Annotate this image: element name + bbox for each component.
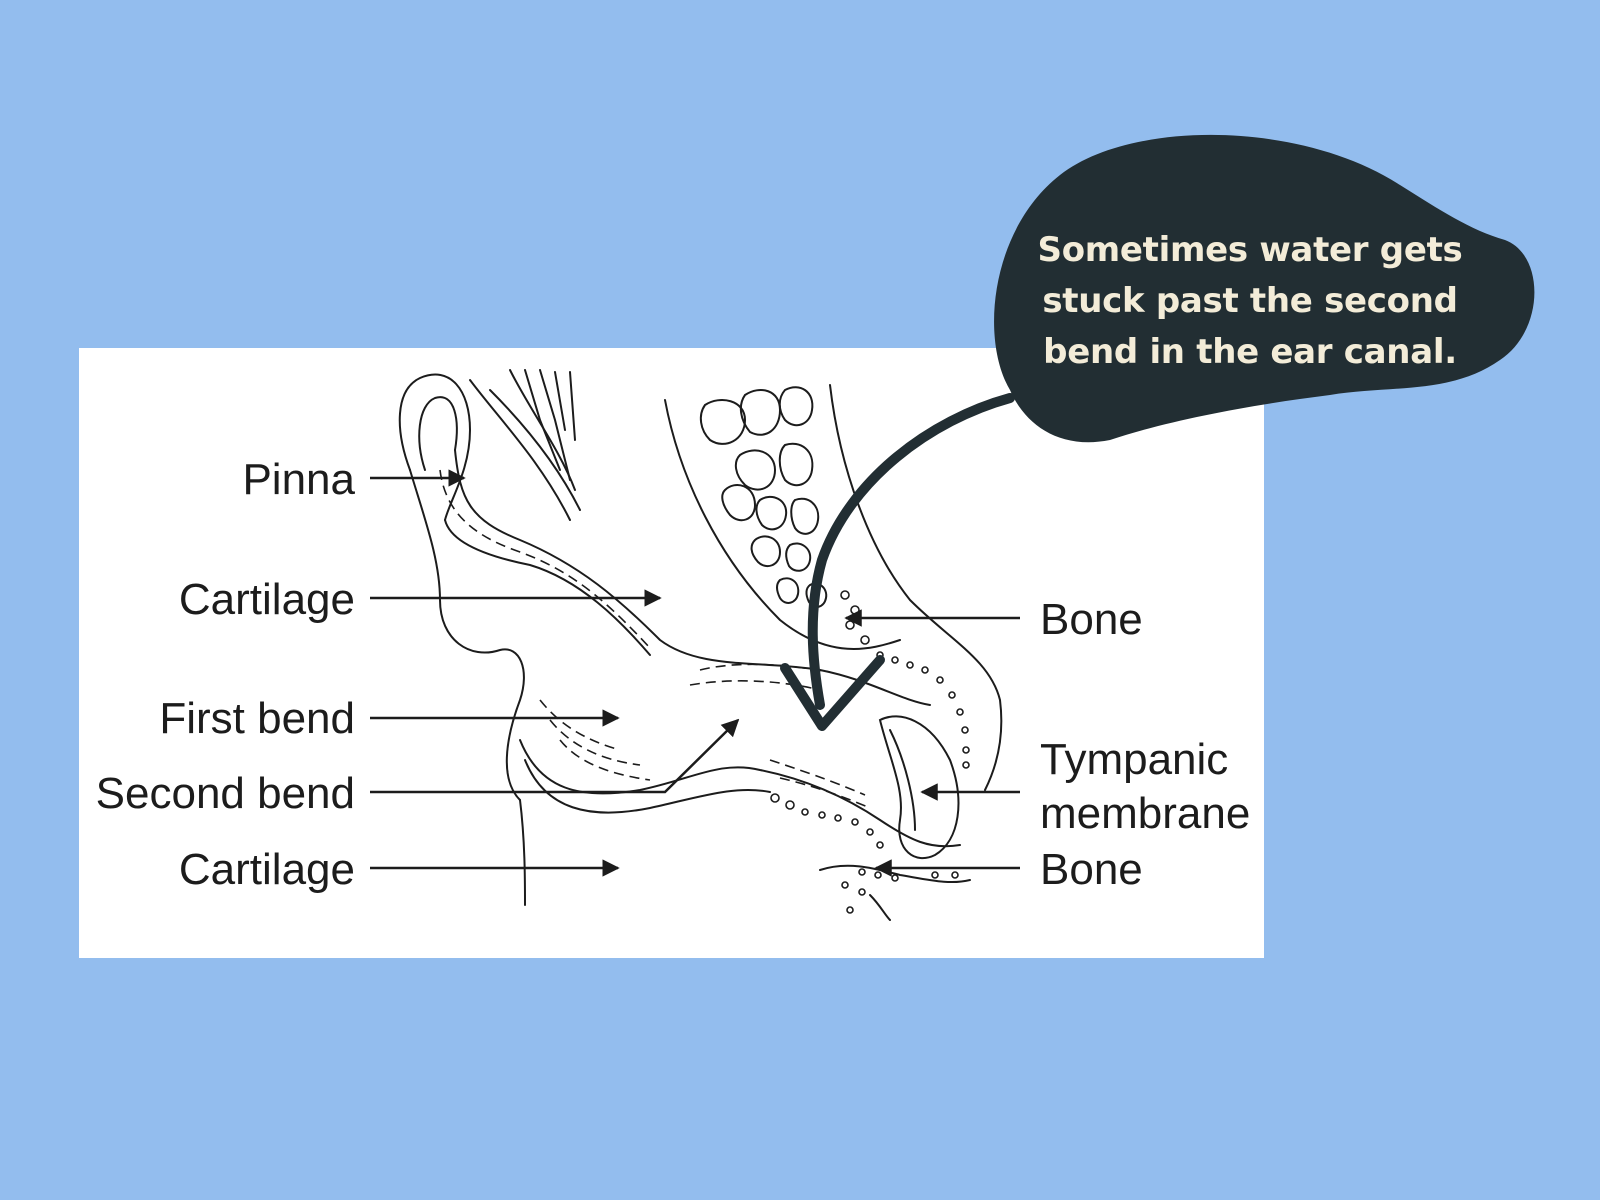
label-first-bend: First bend [159,694,355,743]
canal-lining [439,469,871,809]
ear-outline [398,369,1003,921]
callout-bubble [994,134,1535,443]
callout-arrow [807,393,1015,710]
label-tympanic-line1: Tympanic [1040,735,1229,784]
label-tympanic-line2: membrane [1040,789,1251,838]
label-bone-lower: Bone [1040,845,1143,894]
arrow-second-bend [370,718,740,794]
label-cartilage-upper: Cartilage [178,575,355,624]
bone-dots [770,590,970,914]
label-pinna: Pinna [242,455,355,504]
diagram-panel [79,348,1264,958]
callout-arrowhead-icon [780,655,885,731]
label-bone-upper: Bone [1040,595,1143,644]
label-cartilage-lower: Cartilage [178,845,355,894]
callout-text: Sometimes water gets stuck past the seco… [1037,230,1463,372]
label-second-bend: Second bend [95,769,355,818]
label-arrows [370,469,1020,877]
